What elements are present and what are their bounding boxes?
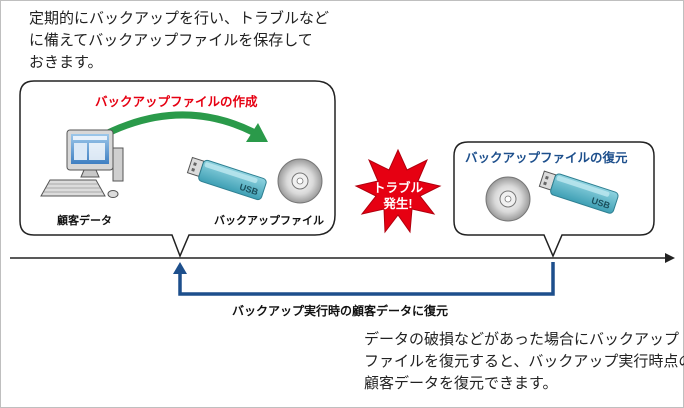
backup-title: バックアップファイルの作成 [95, 95, 258, 109]
restore-title: バックアップファイルの復元 [465, 151, 628, 165]
trouble-line-2: 発生! [383, 197, 413, 211]
restore-usb-icon: USB [538, 170, 619, 214]
intro-line-3: おきます。 [29, 54, 103, 71]
backup-file-label: バックアップファイル [214, 215, 324, 227]
restore-caption: バックアップ実行時の顧客データに復元 [232, 304, 449, 318]
usb-stick-icon: USB [186, 156, 267, 201]
trouble-label: トラブル 発生! [366, 180, 430, 212]
intro-line-1: 定期的にバックアップを行い、トラブルなど [29, 10, 330, 27]
intro-text: 定期的にバックアップを行い、トラブルなど に備えてバックアップファイルを保存して… [29, 8, 329, 74]
backup-bubble [19, 80, 336, 258]
restore-arrow [173, 262, 555, 296]
restore-bubble [453, 141, 655, 258]
note-text: データの破損などがあった場合にバックアップ ファイルを復元すると、バックアップ実… [364, 329, 684, 395]
note-line-1: データの破損などがあった場合にバックアップ [364, 331, 680, 348]
trouble-line-1: トラブル [372, 181, 423, 195]
computer-icon [40, 129, 124, 198]
restore-cd-icon [485, 176, 531, 222]
intro-line-2: に備えてバックアップファイルを保存して [29, 32, 313, 49]
customer-data-label: 顧客データ [57, 215, 112, 227]
note-line-2: ファイルを復元すると、バックアップ実行時点の [364, 353, 684, 370]
note-line-3: 顧客データを復元できます。 [364, 375, 558, 392]
trouble-burst [354, 148, 442, 234]
backup-arrow [96, 111, 268, 142]
cd-icon [277, 158, 323, 204]
